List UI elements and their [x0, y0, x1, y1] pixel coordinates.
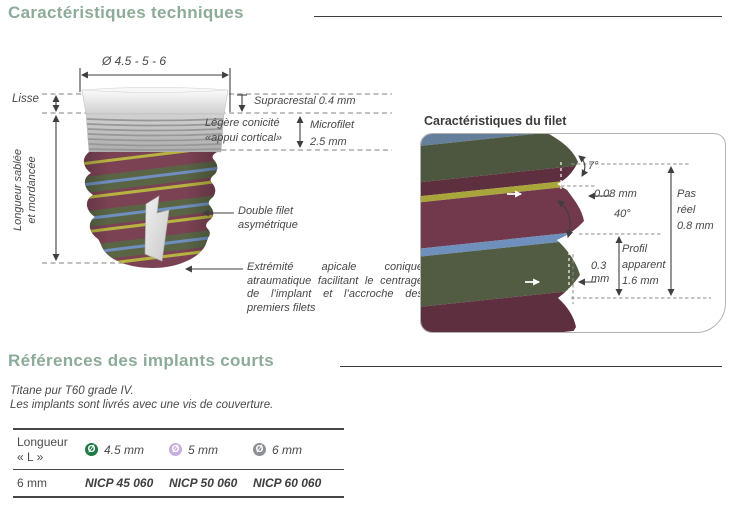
depth-label: 0.3 mm [591, 260, 610, 285]
ref-code-50: NICP 50 060 [169, 476, 238, 490]
implant-illustration [42, 68, 392, 273]
table-header-length: Longueur « L » [17, 434, 68, 464]
title-rule [314, 16, 722, 17]
real-pitch-label: Pas réel 0.8 mm [677, 188, 714, 232]
ref-code-45: NICP 45 060 [85, 476, 154, 490]
conicity-label: Légère conicité «appui cortical» [205, 117, 283, 144]
section-title-references: Références des implants courts [8, 351, 274, 370]
top-angle-label: 7° [588, 160, 599, 172]
diameter-icon-4-5: Ø [85, 443, 98, 456]
table-header-row: Longueur « L » Ø 4.5 mm Ø 5 mm Ø 6 mm [13, 430, 344, 470]
table-header-diam-45: Ø 4.5 mm [85, 443, 169, 457]
thread-box-title: Caractéristiques du filet [424, 114, 567, 128]
apparent-profile-label: Profil apparent 1.6 mm [622, 243, 666, 287]
delivery-note: Les implants sont livrés avec une vis de… [10, 399, 274, 411]
ref-code-60: NICP 60 060 [253, 476, 322, 490]
references-table: Longueur « L » Ø 4.5 mm Ø 5 mm Ø 6 mm 6 … [13, 428, 344, 498]
diameter-label: Ø 4.5 - 5 - 6 [102, 54, 167, 68]
section-title-technical: Caractéristiques techniques [8, 3, 244, 22]
table-row: 6 mm NICP 45 060 NICP 50 060 NICP 60 060 [13, 470, 344, 496]
supracrestal-label: Supracrestal 0.4 mm [254, 95, 356, 107]
table-header-diam-5: Ø 5 mm [169, 443, 253, 457]
thread-closeup-illustration [421, 134, 711, 332]
microthread-label: Microfilet 2.5 mm [310, 119, 355, 148]
diameter-icon-5: Ø [169, 443, 182, 456]
diameter-label-4-5: 4.5 mm [104, 442, 145, 457]
row-length: 6 mm [17, 476, 47, 490]
thread-characteristics-box [420, 133, 726, 333]
diameter-label-5: 5 mm [188, 442, 218, 457]
apical-tip-label: Extrémité apicale conique atraumatique f… [247, 261, 423, 314]
diameter-label-6: 6 mm [272, 442, 302, 457]
length-label: Longueur sablée et mordancée [12, 149, 38, 231]
table-header-diam-6: Ø 6 mm [253, 443, 344, 457]
smooth-label: Lisse [12, 93, 39, 105]
material-note: Titane pur T60 grade IV. [10, 385, 134, 397]
diameter-icon-6: Ø [253, 443, 266, 456]
double-thread-label: Double filet asymétrique [238, 205, 298, 231]
title-rule-2 [340, 366, 722, 367]
flank-angle-label: 40° [614, 208, 631, 220]
tip-width-label: 0.08 mm [594, 188, 637, 200]
